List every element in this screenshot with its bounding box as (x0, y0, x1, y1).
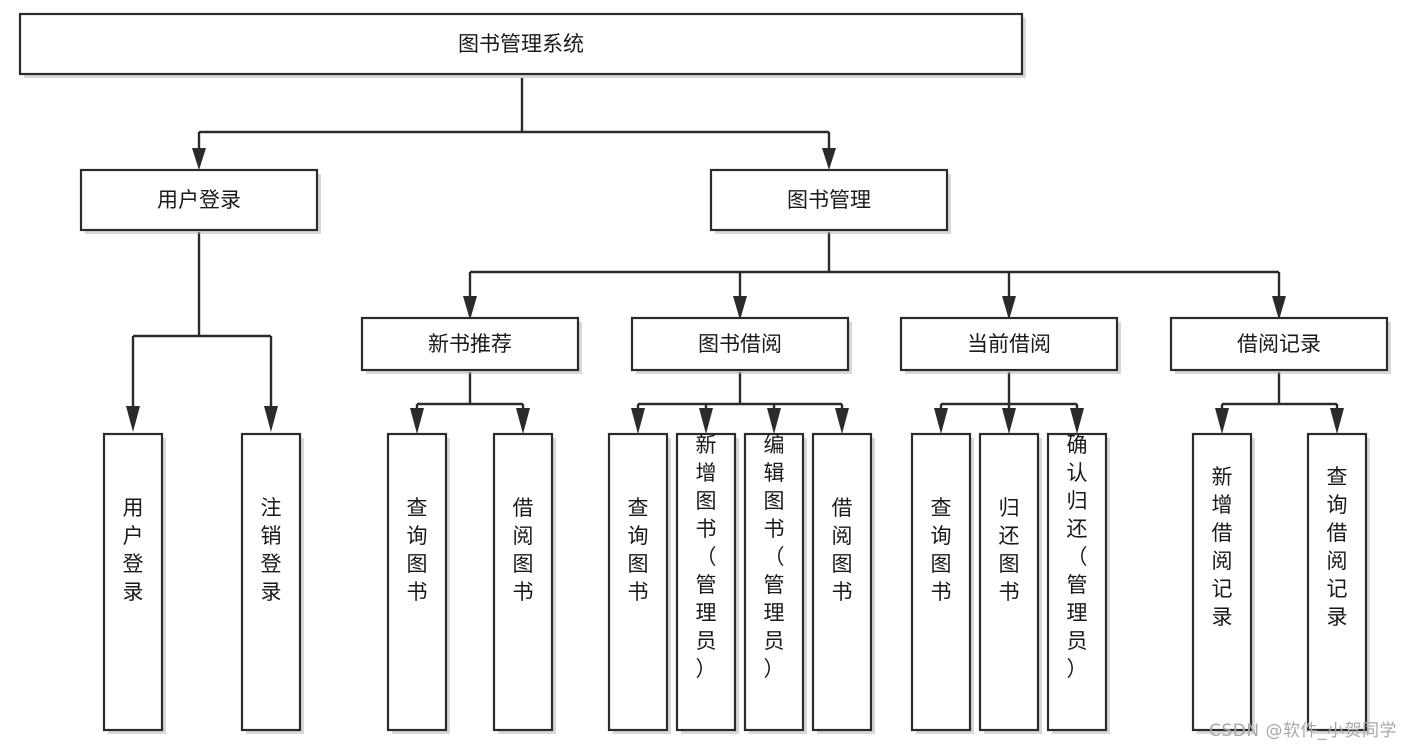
leaf-new-book-borrow[interactable]: 借阅图书 (492, 432, 556, 734)
arrow-currentborrow-l2 (1002, 408, 1016, 434)
leaf-user-login-logout[interactable]: 注销登录 (240, 432, 304, 734)
node-new-book-recommend-rect (360, 316, 580, 372)
leaf-new-book-borrow-rect (492, 432, 554, 732)
node-book-manage[interactable]: 图书管理 (709, 168, 951, 234)
leaf-user-login-login-rect (102, 432, 164, 732)
leaf-current-borrow-return-label: 归还图书 (999, 496, 1020, 604)
csdn-watermark: CSDN @软件_小贺同学 (1209, 721, 1397, 741)
arrow-bookborrow-l4 (835, 408, 849, 434)
leaf-book-borrow-query-label: 查询图书 (628, 496, 649, 604)
arrow-bookborrow-l2 (699, 408, 713, 434)
leaf-book-borrow-add-label: 新增图书（管理员） (696, 433, 717, 681)
arrow-currentborrow-l3 (1070, 408, 1084, 434)
node-user-login-rect (79, 168, 319, 232)
arrow-root-to-book-manage (822, 148, 836, 170)
arrow-borrowrecord-l1 (1215, 408, 1229, 434)
leaf-borrow-record-add-label: 新增借阅记录 (1212, 465, 1233, 629)
node-book-borrow-rect (630, 316, 850, 372)
leaf-book-borrow-add-rect (675, 432, 737, 732)
leaf-book-borrow-edit-rect (743, 432, 805, 732)
node-new-book-recommend-label: 新书推荐 (428, 332, 512, 356)
node-book-manage-rect (709, 168, 949, 232)
node-current-borrow-label: 当前借阅 (967, 332, 1051, 356)
arrow-newbook-l1 (410, 408, 424, 434)
leaf-current-borrow-query-label: 查询图书 (931, 496, 952, 604)
leaf-user-login-login[interactable]: 用户登录 (102, 432, 166, 734)
leaf-user-login-login-label: 用户登录 (123, 496, 144, 604)
node-root-rect (18, 12, 1024, 76)
leaf-book-borrow-borrow-label: 借阅图书 (832, 496, 853, 604)
leaf-current-borrow-confirm[interactable]: 确认归还（管理员） (1046, 432, 1110, 734)
leaf-borrow-record-add[interactable]: 新增借阅记录 (1191, 432, 1255, 734)
node-current-borrow[interactable]: 当前借阅 (899, 316, 1121, 374)
arrow-root-to-user-login (192, 148, 206, 170)
node-borrow-record-label: 借阅记录 (1237, 332, 1321, 356)
node-book-borrow[interactable]: 图书借阅 (630, 316, 852, 374)
leaf-new-book-query-rect (386, 432, 448, 732)
leaf-user-login-logout-label: 注销登录 (261, 496, 282, 604)
node-borrow-record[interactable]: 借阅记录 (1169, 316, 1391, 374)
leaf-borrow-record-add-rect (1191, 432, 1253, 732)
leaf-new-book-borrow-label: 借阅图书 (513, 496, 534, 604)
arrow-currentborrow-l1 (934, 408, 948, 434)
arrow-newbook-l2 (516, 408, 530, 434)
leaf-current-borrow-confirm-rect (1046, 432, 1108, 732)
node-book-borrow-label: 图书借阅 (698, 332, 782, 356)
node-user-login-label: 用户登录 (157, 188, 241, 212)
leaf-current-borrow-confirm-label: 确认归还（管理员） (1067, 433, 1088, 681)
arrow-bm-c2 (733, 296, 747, 320)
node-root[interactable]: 图书管理系统 (18, 12, 1026, 78)
leaf-new-book-query[interactable]: 查询图书 (386, 432, 450, 734)
arrow-borrowrecord-l2 (1330, 408, 1344, 434)
leaf-current-borrow-query[interactable]: 查询图书 (910, 432, 974, 734)
arrow-userlogin-l2 (264, 406, 278, 432)
leaf-borrow-record-query-label: 查询借阅记录 (1327, 465, 1348, 629)
arrow-bm-c4 (1272, 296, 1286, 320)
leaf-user-login-logout-rect (240, 432, 302, 732)
arrow-bm-c1 (463, 296, 477, 320)
leaf-book-borrow-query[interactable]: 查询图书 (607, 432, 671, 734)
arrow-bookborrow-l1 (631, 408, 645, 434)
node-new-book-recommend[interactable]: 新书推荐 (360, 316, 582, 374)
leaf-book-borrow-edit-label: 编辑图书（管理员） (764, 433, 785, 681)
leaf-book-borrow-borrow[interactable]: 借阅图书 (811, 432, 875, 734)
leaf-book-borrow-edit[interactable]: 编辑图书（管理员） (743, 432, 807, 734)
leaf-book-borrow-borrow-rect (811, 432, 873, 732)
arrow-userlogin-l1 (126, 406, 140, 432)
arrow-bm-c3 (1002, 296, 1016, 320)
leaf-current-borrow-return-rect (978, 432, 1040, 732)
node-current-borrow-rect (899, 316, 1119, 372)
leaf-borrow-record-query-rect (1306, 432, 1368, 732)
node-user-login[interactable]: 用户登录 (79, 168, 321, 234)
leaf-borrow-record-query[interactable]: 查询借阅记录 (1306, 432, 1370, 734)
node-borrow-record-rect (1169, 316, 1389, 372)
leaf-book-borrow-query-rect (607, 432, 669, 732)
node-book-manage-label: 图书管理 (787, 188, 871, 212)
leaf-book-borrow-add[interactable]: 新增图书（管理员） (675, 432, 739, 734)
leaf-current-borrow-return[interactable]: 归还图书 (978, 432, 1042, 734)
connector-layer (126, 78, 1344, 434)
arrow-bookborrow-l3 (767, 408, 781, 434)
node-root-label: 图书管理系统 (458, 32, 584, 56)
leaf-current-borrow-query-rect (910, 432, 972, 732)
leaf-new-book-query-label: 查询图书 (407, 496, 428, 604)
